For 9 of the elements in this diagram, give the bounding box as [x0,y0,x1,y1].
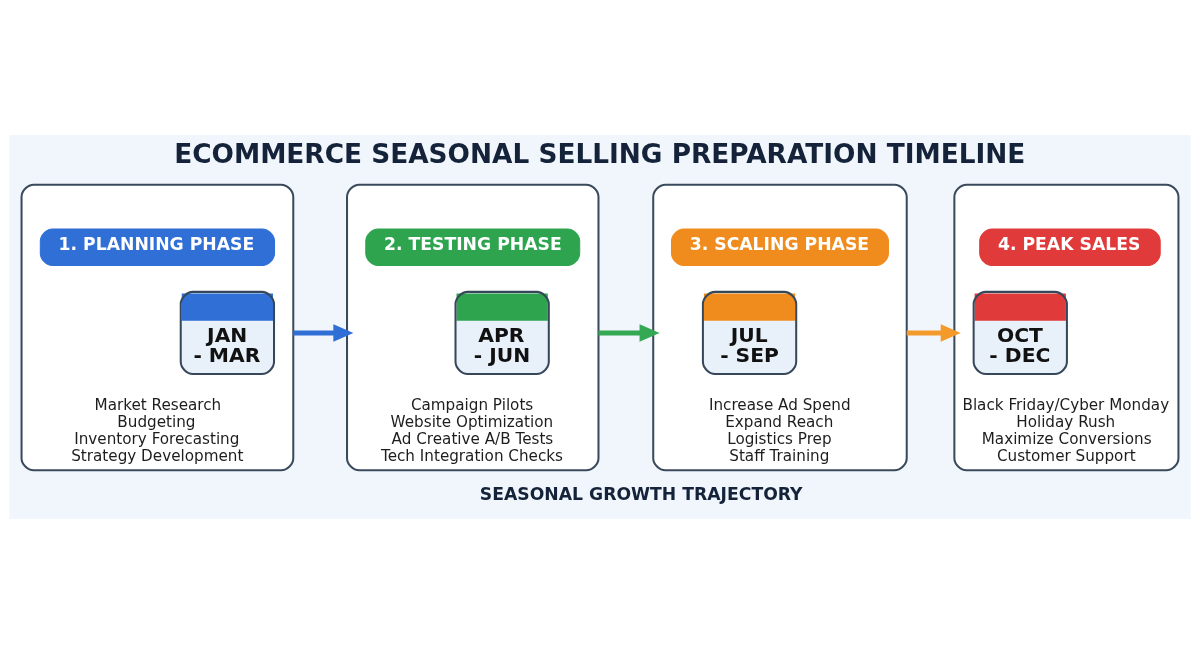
arrow [906,324,961,342]
node-box: 1. PLANNING PHASE [39,228,276,266]
node-box: 3. SCALING PHASE [670,228,889,266]
node-box: 4. PEAK SALES [979,228,1161,266]
arrow [598,324,660,342]
node-box: 2. TESTING PHASE [365,228,581,266]
diagram-title: ECOMMERCE SEASONAL SELLING PREPARATION TIMELINE [174,139,1026,170]
label: SEASONAL GROWTH TRAJECTORY [479,483,803,504]
arrow [293,324,354,342]
